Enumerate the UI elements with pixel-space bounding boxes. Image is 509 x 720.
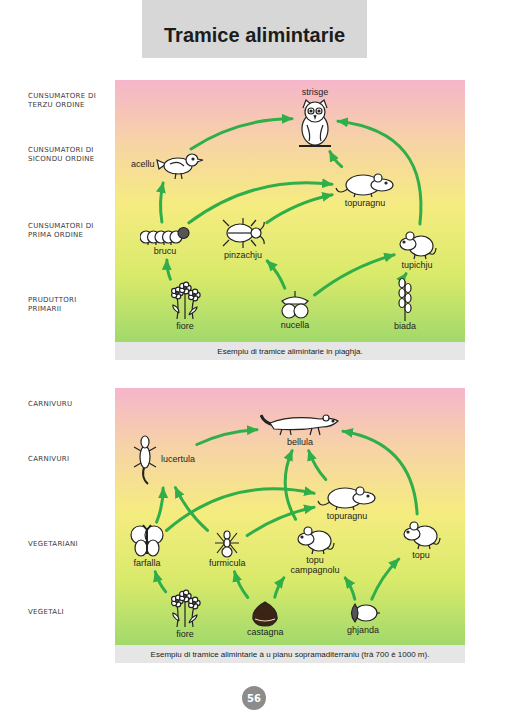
organism-name: lucertula xyxy=(161,455,195,465)
organism-name: topuragnu xyxy=(345,199,386,209)
organism-name: biada xyxy=(394,322,416,332)
food-web-panel: Esempiu di tramice alimintarie à u pianu… xyxy=(115,388,465,663)
organism-name: furmicula xyxy=(209,559,246,569)
organism-drawing xyxy=(277,290,313,320)
food-chain-arrow xyxy=(330,152,342,167)
organism-node: topu campagnolu xyxy=(284,521,346,576)
food-chain-arrow xyxy=(157,488,164,522)
organism-drawing xyxy=(317,481,377,511)
caption-text: Esempiu di tramice alimintarie à u pianu… xyxy=(151,650,430,659)
caption-text: Esempiu di tramice alimintarie in piaghj… xyxy=(217,347,362,356)
organism-node: nucella xyxy=(277,290,313,331)
food-chain-arrow xyxy=(197,430,257,445)
organism-drawing xyxy=(140,224,190,246)
food-chain-arrow xyxy=(235,572,248,598)
food-chain-arrow xyxy=(167,260,171,279)
organism-node: topuragnu xyxy=(317,481,377,522)
food-chain-arrow xyxy=(372,559,399,599)
organism-node: fiore xyxy=(167,281,203,332)
organism-drawing xyxy=(401,516,441,550)
organism-name: fiore xyxy=(176,630,194,640)
food-chain-arrow xyxy=(285,451,295,520)
food-chain-arrow xyxy=(404,274,408,275)
organism-name: tupichju xyxy=(401,261,432,271)
organism-drawing xyxy=(167,281,203,321)
organism-node: farfalla xyxy=(129,524,165,569)
food-chain-arrow xyxy=(189,183,332,223)
trophic-level-label: VEGETALI xyxy=(28,608,110,617)
organism-drawing xyxy=(167,589,203,629)
food-web-panel: Esempiu di tramice alimintarie in piaghj… xyxy=(115,80,465,360)
organism-node: topu xyxy=(401,516,441,561)
organism-name: brucu xyxy=(154,247,177,257)
trophic-level-label: CARNIVURI xyxy=(28,455,110,464)
page-number-disc xyxy=(242,686,266,710)
organism-drawing xyxy=(295,521,335,555)
organism-node: topuragnu xyxy=(335,168,395,209)
food-chain-arrow xyxy=(191,119,292,149)
food-chain-arrow xyxy=(309,451,326,480)
organism-name: pinzachju xyxy=(224,251,262,261)
food-chain-arrow xyxy=(175,488,207,531)
title-box: Tramice alimintarie xyxy=(142,0,367,58)
organism-drawing xyxy=(396,277,414,321)
organism-drawing xyxy=(397,226,437,260)
organism-drawing xyxy=(156,150,204,180)
organism-name: fiore xyxy=(176,322,194,332)
organism-name: topuragnu xyxy=(327,512,368,522)
food-chain-arrow xyxy=(315,255,395,295)
organism-node: pinzachju xyxy=(221,216,265,261)
page-number: 56 xyxy=(247,693,261,704)
organism-name: farfalla xyxy=(133,559,160,569)
organism-name: topu campagnolu xyxy=(284,556,346,576)
organism-node: lucertula xyxy=(130,435,195,485)
food-chain-arrow xyxy=(275,578,284,597)
title-text: Tramice alimintarie xyxy=(164,24,345,46)
trophic-level-label: VEGETARIANI xyxy=(28,540,110,549)
food-chain-arrow xyxy=(338,121,421,224)
trophic-level-label: PRUDUTTORI PRIMARII xyxy=(28,296,110,315)
organism-drawing xyxy=(295,99,335,149)
organism-node: bellula xyxy=(260,409,340,448)
organism-name: castagna xyxy=(247,628,284,638)
food-chain-arrow xyxy=(267,195,332,223)
organism-node: ghjanda xyxy=(346,601,380,636)
organism-node: castagna xyxy=(247,599,284,638)
organism-drawing xyxy=(129,524,165,558)
organism-drawing xyxy=(209,528,245,558)
organism-node: furmicula xyxy=(209,528,246,569)
caption-bar: Esempiu di tramice alimintarie in piaghj… xyxy=(115,342,465,360)
organism-node: strisge xyxy=(295,88,335,149)
organism-drawing xyxy=(250,599,280,627)
organism-node: tupichju xyxy=(397,226,437,271)
organism-node: fiore xyxy=(167,589,203,640)
organism-drawing xyxy=(346,601,380,625)
organism-name: nucella xyxy=(281,321,310,331)
food-chain-arrow xyxy=(155,572,166,592)
trophic-level-label: CUNSUMATORE DI TERZU ORDINE xyxy=(28,92,110,111)
organism-node: acellu xyxy=(131,150,204,180)
organism-node: brucu xyxy=(140,224,190,257)
organism-name: topu xyxy=(412,551,430,561)
caption-bar: Esempiu di tramice alimintarie à u pianu… xyxy=(115,645,465,663)
organism-node: biada xyxy=(394,277,416,332)
food-chain-arrow xyxy=(247,507,314,535)
food-chain-arrow xyxy=(161,183,164,222)
organism-drawing xyxy=(335,168,395,198)
organism-drawing xyxy=(260,409,340,437)
organism-drawing xyxy=(221,216,265,250)
food-chain-arrow xyxy=(345,578,355,599)
trophic-level-label: CUNSUMATORI DI SICONDU ORDINE xyxy=(28,146,110,165)
trophic-level-label: CARNIVURU xyxy=(28,400,110,409)
organism-name: bellula xyxy=(287,438,313,448)
organism-name: ghjanda xyxy=(347,626,379,636)
organism-drawing xyxy=(130,435,160,485)
trophic-level-label: CUNSUMATORI DI PRIMA ORDINE xyxy=(28,222,110,241)
food-chain-arrow xyxy=(267,261,285,288)
organism-name: acellu xyxy=(131,160,155,170)
organism-name: strisge xyxy=(302,88,329,98)
